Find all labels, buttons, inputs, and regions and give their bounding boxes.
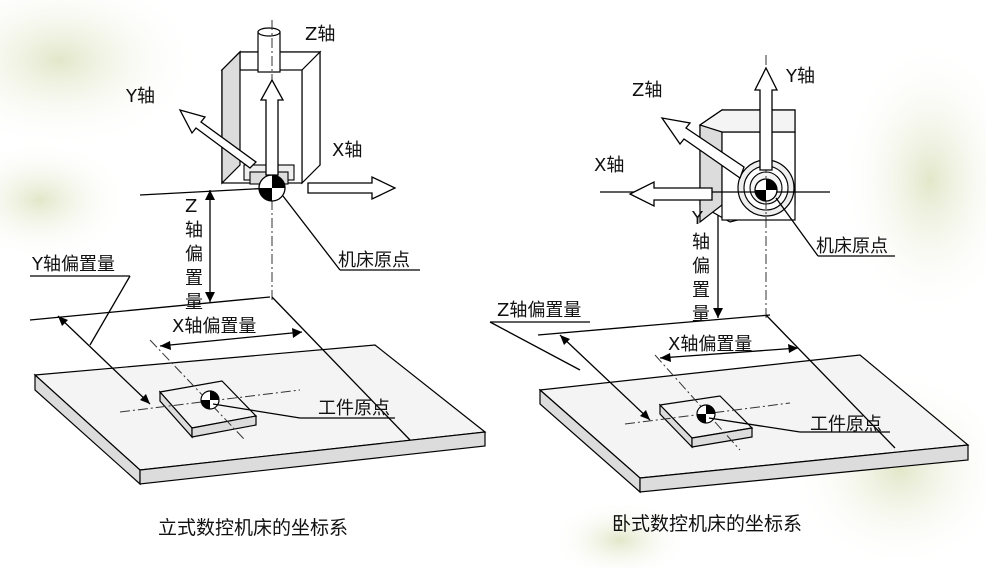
left-x-axis-label: X轴 <box>332 140 362 161</box>
right-table <box>538 354 970 494</box>
left-z-offset-label-4: 置 <box>185 268 203 289</box>
right-z-axis-arrow <box>660 117 745 180</box>
right-y-offset-label-5: 量 <box>692 304 710 325</box>
vertical-machine-diagram: Z轴 Y轴 X轴 Z 轴 偏 置 量 Y轴偏置量 X轴偏置量 机床原点 工件原点… <box>29 20 487 539</box>
left-x-axis-arrow <box>307 175 397 201</box>
left-machine-origin-symbol <box>258 174 286 202</box>
right-workpiece <box>624 354 791 451</box>
left-z-offset-label-1: Z <box>185 196 197 217</box>
left-caption: 立式数控机床的坐标系 <box>158 517 348 539</box>
left-z-axis-label: Z轴 <box>305 24 335 45</box>
right-y-offset-label-3: 偏 <box>692 256 710 277</box>
right-x-axis-arrow <box>628 180 713 208</box>
right-y-offset-label-4: 置 <box>692 280 710 301</box>
right-machine-origin-symbol <box>754 178 778 202</box>
left-table <box>33 344 487 486</box>
left-z-offset-label-5: 量 <box>185 292 203 313</box>
left-y-axis-arrow <box>178 108 257 169</box>
right-machine-origin-label: 机床原点 <box>816 236 888 257</box>
left-y-offset-label: Y轴偏置量 <box>31 254 115 275</box>
left-z-axis-arrow <box>259 78 285 176</box>
right-caption: 卧式数控机床的坐标系 <box>612 513 802 535</box>
right-y-axis-arrow <box>753 66 779 171</box>
right-y-offset-label-2: 轴 <box>692 232 710 253</box>
left-workpiece <box>119 339 301 441</box>
right-x-axis-label: X轴 <box>594 155 624 176</box>
left-z-offset-label-3: 偏 <box>185 244 203 265</box>
left-machine-origin-label: 机床原点 <box>338 250 410 271</box>
left-y-axis-label: Y轴 <box>125 86 155 107</box>
horizontal-machine-diagram: Y轴 Z轴 X轴 Y 轴 偏 置 量 Z轴偏置量 X轴偏置量 机床原点 工件原点… <box>489 55 970 535</box>
right-x-offset-label: X轴偏置量 <box>668 334 752 355</box>
left-x-offset-label: X轴偏置量 <box>172 316 256 337</box>
left-workpiece-origin-label: 工件原点 <box>318 398 390 419</box>
right-y-axis-label: Y轴 <box>785 66 815 87</box>
right-z-axis-label: Z轴 <box>632 80 662 101</box>
right-y-offset-label-1: Y <box>691 208 704 229</box>
right-z-offset-label: Z轴偏置量 <box>497 300 581 321</box>
left-z-offset-label-2: 轴 <box>185 220 203 241</box>
right-workpiece-origin-label: 工件原点 <box>810 414 882 435</box>
